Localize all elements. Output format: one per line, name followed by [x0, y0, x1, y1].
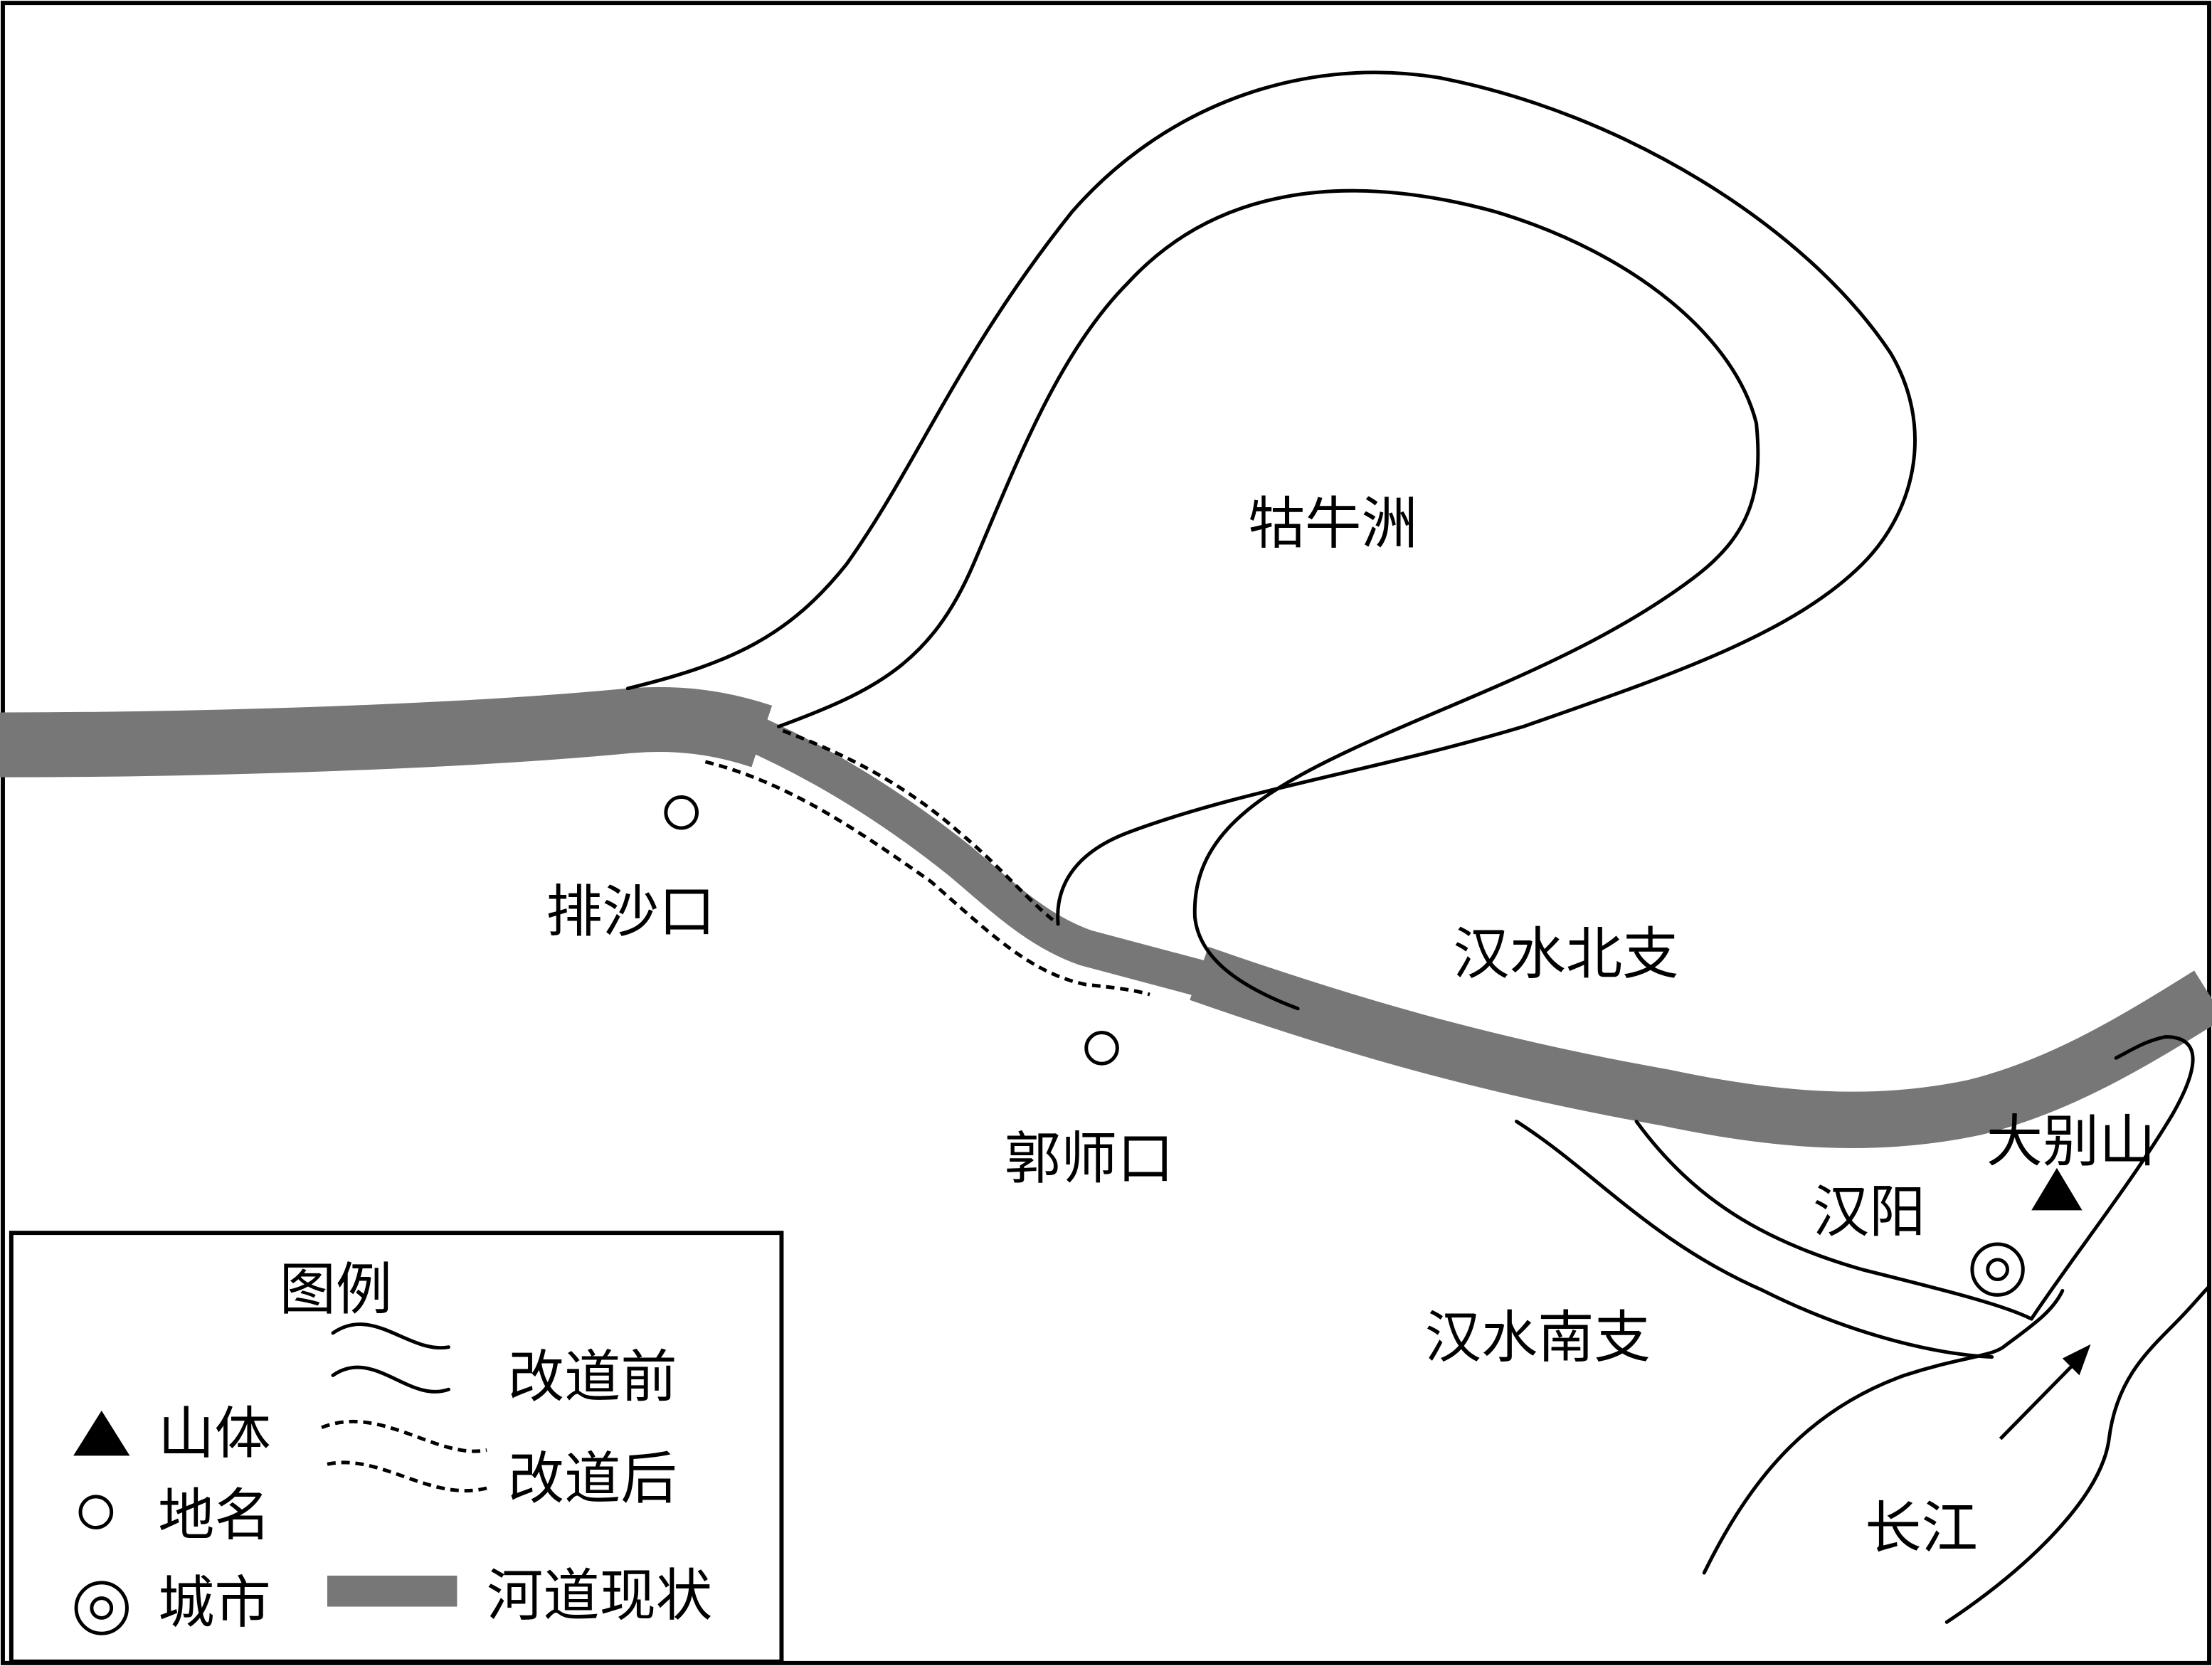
- legend-mountain-label: 山体: [158, 1400, 271, 1466]
- label-north-branch: 汉水北支: [1453, 920, 1678, 987]
- legend-before-symbol: [331, 1322, 451, 1394]
- legend-city-label: 城市: [158, 1569, 271, 1635]
- label-south-branch: 汉水南支: [1425, 1305, 1651, 1371]
- south-branch-bank-1: [1515, 1120, 1994, 1359]
- legend-current-symbol: [327, 1575, 457, 1607]
- legend-current-label: 河道现状: [487, 1562, 712, 1628]
- legend-after-label: 改道后: [508, 1445, 677, 1512]
- label-yangtze: 长江: [1865, 1495, 1978, 1561]
- after-diversion-south-dash: [704, 760, 1150, 997]
- legend-place-icon: [78, 1495, 114, 1529]
- hanyang-east-bank: [2029, 1035, 2195, 1321]
- legend-title: 图例: [280, 1256, 393, 1322]
- current-channel: [0, 686, 2212, 1148]
- label-paishakou: 排沙口: [546, 879, 715, 945]
- label-guoshikou: 郭师口: [1005, 1125, 1174, 1192]
- legend-mountain-icon: [73, 1410, 130, 1456]
- yangtze-west-bank: [1702, 1288, 2065, 1575]
- mountain-marker-dabieshan: [2031, 1167, 2083, 1211]
- legend-city-icon: [74, 1581, 129, 1635]
- legend-place-label: 地名: [158, 1482, 271, 1548]
- city-marker-hanyang: [1970, 1242, 2025, 1297]
- label-hanyang: 汉阳: [1813, 1179, 1926, 1245]
- label-island: 牯牛洲: [1249, 491, 1418, 557]
- legend-before-label: 改道前: [508, 1344, 677, 1410]
- legend-after-symbol: [321, 1419, 487, 1493]
- place-marker-paishakou: [664, 795, 699, 830]
- old-channel-outer-bank: [625, 70, 1917, 926]
- flow-arrow-icon: [1999, 1344, 2091, 1440]
- old-channel-inner-bank: [777, 189, 1760, 1011]
- yangtze-east-bank: [1944, 1284, 2211, 1624]
- after-diversion-north-dash: [782, 728, 1059, 925]
- legend: 图例 改道前 改道后 山体 地名 城市 河道现状: [9, 1231, 784, 1664]
- south-branch-bank-2: [1634, 1120, 2033, 1321]
- place-marker-guoshikou: [1084, 1031, 1119, 1066]
- label-dabieshan: 大别山: [1986, 1108, 2156, 1174]
